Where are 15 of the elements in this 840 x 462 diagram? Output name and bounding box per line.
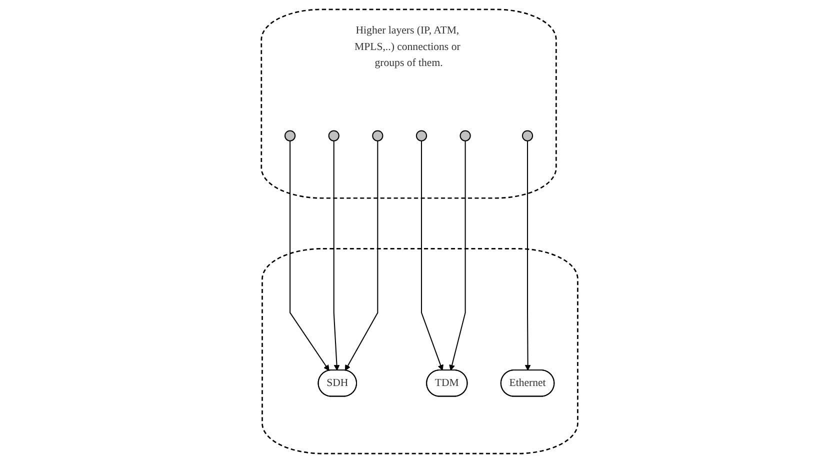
arrow (290, 140, 330, 370)
node-circle (416, 130, 428, 141)
node-circle (522, 130, 534, 141)
layer-diagram: Higher layers (IP, ATM, MPLS,..) connections or groups of them. SDH TDM Ethernet (256, 4, 584, 458)
cluster (262, 248, 579, 454)
arrow (345, 140, 379, 370)
arrow (450, 140, 466, 370)
arrow (525, 140, 532, 370)
node-circle (284, 130, 296, 141)
node-circle (372, 130, 384, 141)
arrow (334, 140, 340, 370)
arrow (421, 140, 444, 370)
node-circle (460, 130, 472, 141)
node-circle (328, 130, 340, 141)
cluster (261, 8, 558, 198)
